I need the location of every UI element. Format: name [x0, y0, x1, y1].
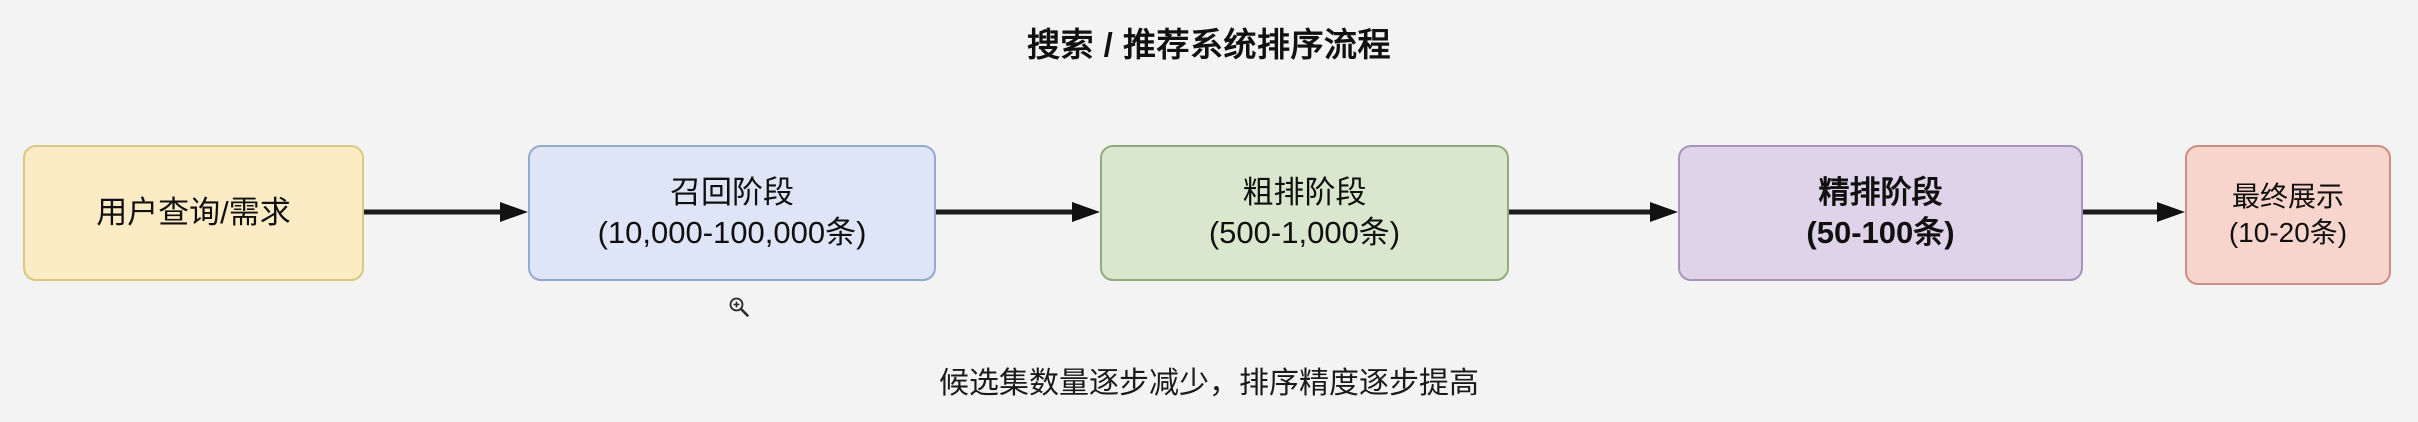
flow-arrow-recall-stage-to-coarse-rank-stage: [936, 200, 1100, 224]
flow-node-fine-rank-stage-line2: (50-100条): [1806, 215, 1955, 250]
flow-node-coarse-rank-stage-line1: 粗排阶段: [1242, 174, 1367, 210]
flow-node-recall-stage-line2: (10,000-100,000条): [597, 215, 867, 250]
flow-arrow-coarse-rank-stage-to-fine-rank-stage: [1509, 200, 1678, 224]
flow-node-recall-stage[interactable]: 召回阶段 (10,000-100,000条): [528, 145, 936, 281]
flow-node-fine-rank-stage-line1: 精排阶段: [1818, 174, 1943, 210]
flow-node-recall-stage-line1: 召回阶段: [670, 174, 794, 210]
flow-node-user-query[interactable]: 用户查询/需求: [23, 145, 364, 281]
flow-arrow-fine-rank-stage-to-final-display: [2083, 200, 2185, 224]
diagram-caption: 候选集数量逐步减少，排序精度逐步提高: [939, 367, 1479, 400]
flow-node-final-display-line2: (10-20条): [2228, 217, 2348, 248]
flow-node-final-display-line1: 最终展示: [2231, 180, 2344, 212]
flow-arrow-user-query-to-recall-stage: [364, 200, 528, 224]
flow-node-fine-rank-stage[interactable]: 精排阶段 (50-100条): [1678, 145, 2083, 281]
page-title: 搜索 / 推荐系统排序流程: [1026, 26, 1391, 63]
flow-node-final-display[interactable]: 最终展示 (10-20条): [2185, 145, 2391, 285]
zoom-in-magnifier-cursor-icon: [728, 296, 750, 318]
flow-node-user-query-line1: 用户查询/需求: [96, 194, 291, 230]
flow-node-coarse-rank-stage[interactable]: 粗排阶段 (500-1,000条): [1100, 145, 1509, 281]
flow-node-coarse-rank-stage-line2: (500-1,000条): [1208, 215, 1401, 250]
